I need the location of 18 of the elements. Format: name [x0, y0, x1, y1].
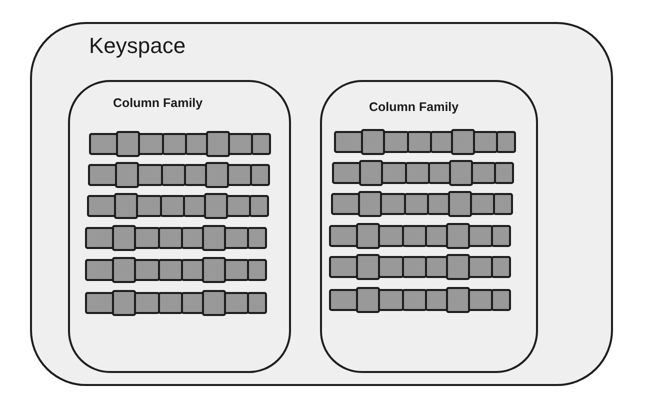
data-row-bar	[87, 193, 269, 219]
data-row-bar	[332, 160, 514, 186]
data-row-bar	[85, 290, 267, 316]
data-row-bar	[85, 257, 267, 283]
column-family-label: Column Family	[113, 97, 203, 110]
data-row-bar	[89, 131, 271, 157]
data-row-bar	[88, 162, 270, 188]
column-family-container	[320, 80, 538, 373]
data-row-bar	[329, 223, 511, 249]
column-family-container	[68, 80, 291, 373]
data-row-bar	[85, 225, 267, 251]
keyspace-label: Keyspace	[89, 35, 186, 57]
keyspace-container	[30, 22, 613, 386]
data-row-bar	[329, 287, 511, 313]
column-family-label: Column Family	[369, 101, 459, 114]
data-row-bar	[331, 191, 513, 217]
data-row-bar	[329, 254, 511, 280]
data-row-bar	[334, 129, 516, 155]
